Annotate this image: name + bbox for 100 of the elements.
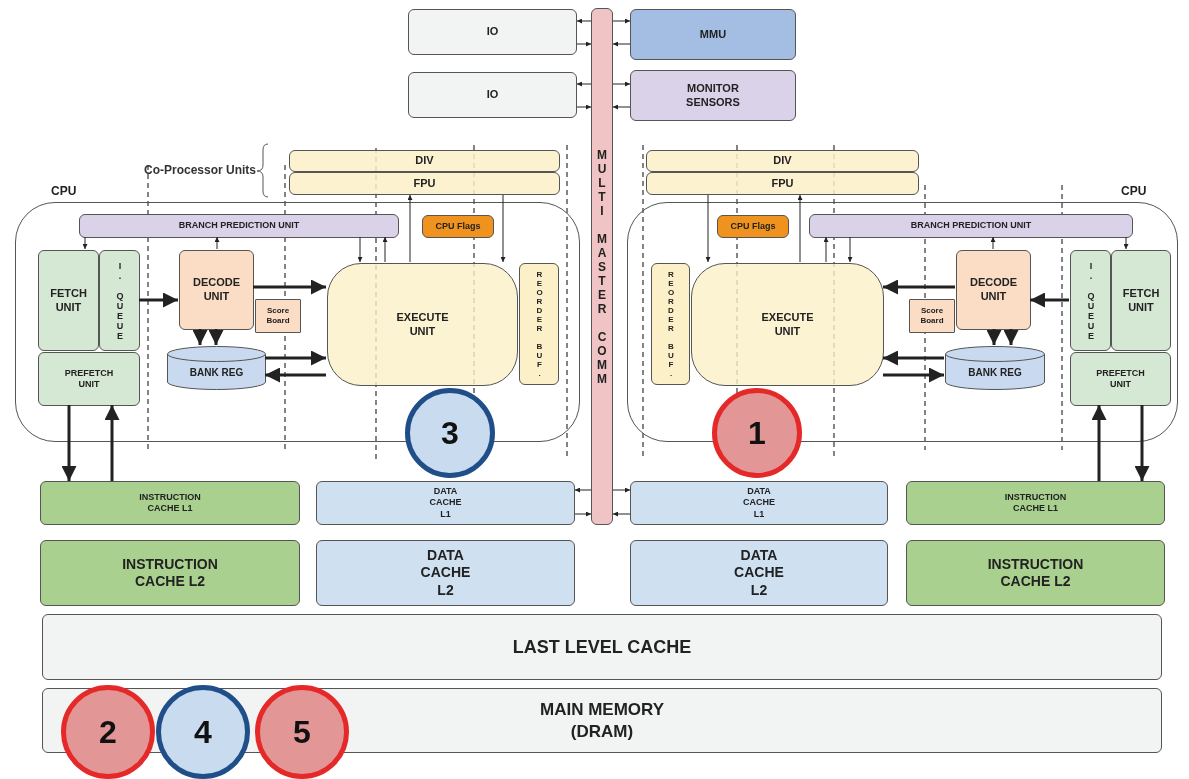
unit-label: BANK REG: [968, 366, 1022, 380]
arrow: [576, 81, 592, 87]
marker-number: 2: [99, 713, 117, 752]
prefetch-unit: [1070, 352, 1171, 406]
reorder-buffer: [651, 263, 690, 385]
unit-label: REORDER BUF.: [535, 270, 543, 378]
unit-label: LAST LEVEL CACHE: [512, 635, 692, 659]
unit-label: BRANCH PREDICTION UNIT: [910, 220, 1032, 232]
arrow: [612, 487, 631, 493]
queue-unit: [99, 250, 140, 351]
arrow: [214, 236, 220, 250]
arrow: [612, 81, 631, 87]
unit-label: INSTRUCTION CACHE L1: [1004, 491, 1067, 515]
unit-label: DIV: [415, 154, 434, 168]
unit-label: DATA CACHE L1: [743, 486, 775, 520]
arrow: [61, 405, 77, 481]
arrow: [500, 194, 506, 263]
unit-label: CPU Flags: [730, 220, 776, 233]
unit-label: IO: [486, 88, 499, 102]
arrow: [253, 279, 326, 295]
register-cylinder: [167, 346, 266, 390]
unit-label: DECODE UNIT: [969, 276, 1018, 304]
l2-cache-block: [630, 540, 888, 606]
arrow: [883, 367, 944, 383]
arrow: [797, 194, 803, 263]
unit-label: Score Board: [920, 306, 944, 326]
l1-cache-block: [630, 481, 888, 525]
marker-number: 3: [441, 414, 459, 453]
arrow: [574, 511, 592, 517]
decode-unit: [956, 250, 1031, 330]
mmu-block: [630, 9, 796, 60]
unit-label: DATA CACHE L2: [420, 546, 471, 600]
arrow: [407, 194, 413, 263]
fetch-unit: [38, 250, 99, 351]
unit-label: DIV: [773, 154, 792, 168]
unit-label: FPU: [771, 176, 794, 191]
unit-label: DATA CACHE L2: [734, 546, 784, 600]
unit-label: MMU: [699, 27, 727, 42]
arrow: [1134, 405, 1150, 481]
arrow: [357, 236, 363, 263]
unit-label: INSTRUCTION CACHE L2: [987, 555, 1084, 591]
io-block: [408, 9, 577, 55]
arrow: [612, 41, 631, 47]
decode-unit: [179, 250, 254, 330]
arrow: [139, 292, 178, 308]
bus-bar: [591, 8, 613, 525]
arrow: [1091, 405, 1107, 481]
sensor-block: [630, 70, 796, 121]
arrow: [192, 329, 208, 345]
l2-cache-block: [906, 540, 1165, 606]
l1-cache-block: [316, 481, 575, 525]
arrow: [382, 236, 388, 263]
arrow: [986, 329, 1002, 345]
execute-unit: [691, 263, 884, 386]
arrow: [208, 329, 224, 345]
queue-unit: [1070, 250, 1111, 351]
marker-number: 5: [293, 713, 311, 752]
unit-label: BANK REG: [189, 366, 244, 380]
arrow: [612, 18, 631, 24]
unit-label: INSTRUCTION CACHE L2: [122, 555, 218, 591]
scoreboard-unit: [909, 299, 955, 333]
unit-label: EXECUTE UNIT: [396, 310, 449, 339]
unit-label: EXECUTE UNIT: [761, 310, 814, 339]
cache-band: [42, 614, 1162, 680]
arrow: [574, 487, 592, 493]
unit-label: I. QUEUE: [115, 260, 124, 341]
arrow: [612, 511, 631, 517]
reorder-buffer: [519, 263, 559, 385]
unit-label: CPU Flags: [435, 220, 481, 233]
arrow: [1030, 292, 1069, 308]
unit-label: MONITOR SENSORS: [686, 81, 740, 110]
scoreboard-unit: [255, 299, 301, 333]
arrow: [82, 236, 88, 250]
group-title: CPU: [1121, 184, 1147, 198]
l2-cache-block: [316, 540, 575, 606]
unit-label: I. QUEUE: [1086, 260, 1095, 341]
group-title: CPU: [51, 184, 77, 198]
prefetch-unit: [38, 352, 140, 406]
arrow: [1003, 329, 1019, 345]
marker-number: 4: [194, 713, 212, 752]
branch-predictor: [809, 214, 1133, 238]
arrow: [883, 350, 944, 366]
unit-label: FETCH UNIT: [1122, 286, 1160, 315]
unit-label: MAIN MEMORY (DRAM): [539, 699, 665, 742]
flags-register: [422, 215, 494, 238]
group-caption: Co-Processor Units: [142, 163, 256, 177]
arrow: [265, 367, 326, 383]
marker-number: 1: [748, 414, 766, 453]
branch-predictor: [79, 214, 399, 238]
arrow: [612, 104, 631, 110]
arrow: [265, 350, 326, 366]
arrow: [104, 405, 120, 481]
fetch-unit: [1111, 250, 1171, 351]
fpu-unit: [646, 172, 919, 195]
unit-label: DECODE UNIT: [192, 276, 241, 304]
unit-label: DATA CACHE L1: [429, 486, 462, 520]
fpu-unit: [289, 172, 560, 195]
arrow: [883, 279, 955, 295]
unit-label: IO: [486, 25, 499, 39]
register-cylinder: [945, 346, 1045, 390]
